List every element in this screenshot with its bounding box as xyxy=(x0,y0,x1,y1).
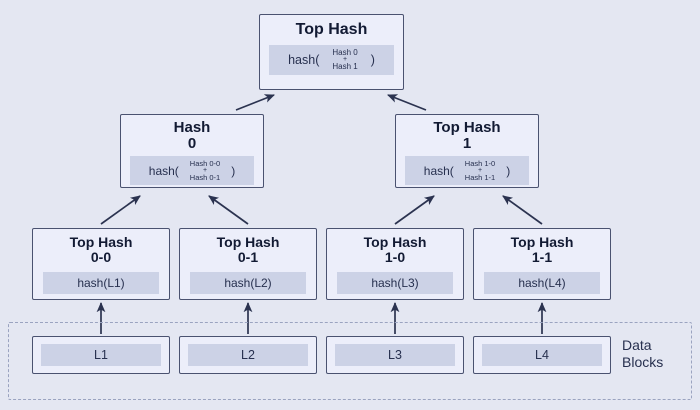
node-hash-0-0[interactable]: Top Hash 0-0 hash(L1) xyxy=(32,228,170,300)
data-block-l1-label: L1 xyxy=(41,344,161,366)
data-block-l1[interactable]: L1 xyxy=(32,336,170,374)
arrow-hash0-to-root xyxy=(235,94,275,111)
node-top-hash[interactable]: Top Hash hash( Hash 0 + Hash 1 ) xyxy=(259,14,404,90)
formula-close-paren: ) xyxy=(231,163,236,178)
formula-arg-top: Hash 0 xyxy=(332,48,358,58)
arrow-leaf11-to-hash1 xyxy=(502,195,543,225)
node-hash-1-0[interactable]: Top Hash 1-0 hash(L3) xyxy=(326,228,464,300)
formula-operator: + xyxy=(343,56,348,64)
node-hash-0-1-formula: hash(L2) xyxy=(190,272,306,295)
node-hash-1-0-title: Top Hash 1-0 xyxy=(363,234,427,266)
formula-fn-label: hash( xyxy=(148,163,179,178)
node-hash-1-1[interactable]: Top Hash 1-1 hash(L4) xyxy=(473,228,611,300)
node-top-hash-title: Top Hash xyxy=(295,21,368,38)
data-block-l2[interactable]: L2 xyxy=(179,336,317,374)
formula-operator: + xyxy=(202,167,208,175)
formula-arg-bottom: Hash 1 xyxy=(332,62,358,72)
node-hash-0[interactable]: Hash 0 hash( Hash 0-0 + Hash 0-1 ) xyxy=(120,114,264,188)
formula-arg-bottom: Hash 0-1 xyxy=(189,172,221,182)
node-hash-1-1-formula: hash(L4) xyxy=(484,272,600,295)
node-hash-1-1-title: Top Hash 1-1 xyxy=(510,234,574,266)
node-hash-0-1-title: Top Hash 0-1 xyxy=(216,234,280,266)
formula-args: Hash 0 + Hash 1 xyxy=(332,48,358,72)
data-blocks-region xyxy=(8,322,692,400)
node-hash-0-0-formula: hash(L1) xyxy=(43,272,159,295)
formula-close-paren: ) xyxy=(370,53,375,68)
node-hash-0-formula: hash( Hash 0-0 + Hash 0-1 ) xyxy=(130,156,254,186)
node-hash-0-0-title: Top Hash 0-0 xyxy=(69,234,133,266)
formula-args: Hash 0-0 + Hash 0-1 xyxy=(190,160,220,181)
formula-arg-bottom: Hash 1-1 xyxy=(464,172,496,182)
formula-operator: + xyxy=(477,167,483,175)
data-block-l2-label: L2 xyxy=(188,344,308,366)
node-hash-0-title: Hash 0 xyxy=(173,119,211,153)
arrow-leaf01-to-hash0 xyxy=(208,195,249,225)
formula-arg-top: Hash 0-0 xyxy=(189,159,221,169)
node-hash-1-0-formula: hash(L3) xyxy=(337,272,453,295)
node-hash-1[interactable]: Top Hash 1 hash( Hash 1-0 + Hash 1-1 ) xyxy=(395,114,539,188)
arrow-leaf10-to-hash1 xyxy=(394,195,435,225)
node-top-hash-formula: hash( Hash 0 + Hash 1 ) xyxy=(269,45,394,76)
data-blocks-label: Data Blocks xyxy=(622,337,664,371)
data-block-l4[interactable]: L4 xyxy=(473,336,611,374)
data-block-l3[interactable]: L3 xyxy=(326,336,464,374)
data-block-l4-label: L4 xyxy=(482,344,602,366)
arrow-leaf00-to-hash0 xyxy=(100,195,141,225)
node-hash-1-title: Top Hash 1 xyxy=(433,119,501,153)
data-block-l3-label: L3 xyxy=(335,344,455,366)
formula-arg-top: Hash 1-0 xyxy=(464,159,496,169)
node-hash-1-formula: hash( Hash 1-0 + Hash 1-1 ) xyxy=(405,156,529,186)
formula-fn-label: hash( xyxy=(288,53,320,68)
formula-close-paren: ) xyxy=(506,163,511,178)
formula-args: Hash 1-0 + Hash 1-1 xyxy=(465,160,495,181)
formula-fn-label: hash( xyxy=(423,163,454,178)
arrow-hash1-to-root xyxy=(387,94,427,111)
node-hash-0-1[interactable]: Top Hash 0-1 hash(L2) xyxy=(179,228,317,300)
